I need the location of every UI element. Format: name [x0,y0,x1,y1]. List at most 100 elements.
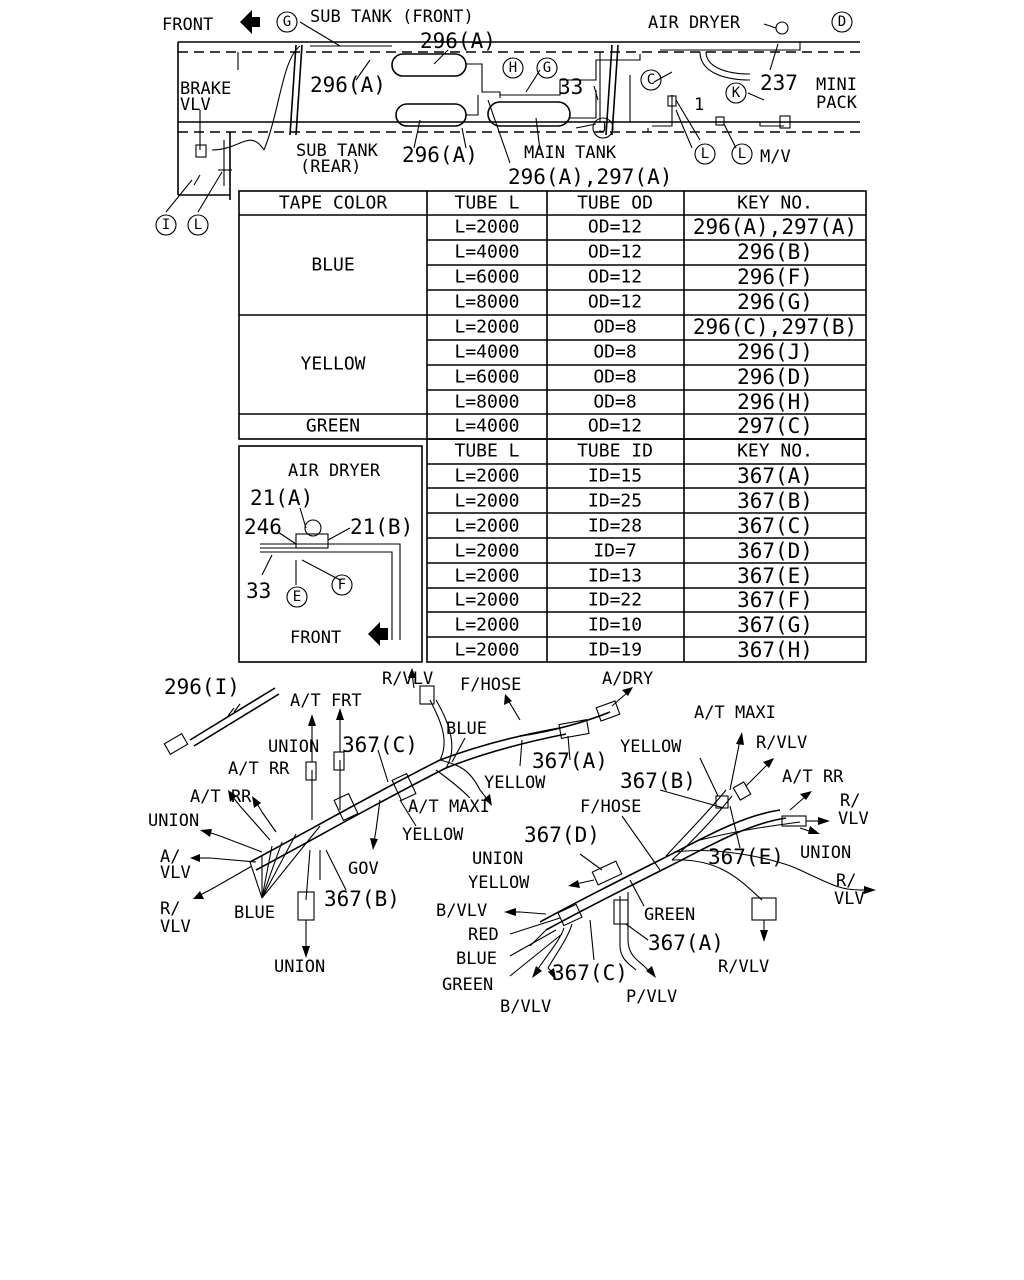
marker-h: H [502,57,524,79]
key-367b: 367(B) [620,769,696,793]
harness-right: A/T MAXI YELLOW R/VLV 367(B) A/T RR F/HO… [436,703,876,1017]
svg-text:I: I [162,217,170,233]
gov-label: GOV [348,859,379,879]
blue-top-label: BLUE [446,719,487,739]
r-slash-label-1: R/ [840,791,860,811]
at-maxi-label: A/T MAXI [694,703,776,723]
main-tank [487,101,571,127]
svg-text:367(B): 367(B) [737,489,813,513]
key-367c: 367(C) [552,961,628,985]
air-dryer-label: AIR DRYER [648,13,741,33]
brake-label: BRAKE [180,79,231,99]
key-33: 33 [558,75,583,99]
svg-text:367(G): 367(G) [737,613,813,637]
svg-text:ID=7: ID=7 [593,541,636,562]
svg-text:296(H): 296(H) [737,390,813,414]
at-rr-label-1: A/T RR [228,759,290,779]
inset-key-246: 246 [244,515,282,539]
table-row: L=4000 OD=12 297(C) [454,414,812,438]
svg-text:K: K [732,85,741,101]
svg-text:L=4000: L=4000 [454,416,519,437]
green-label-1: GREEN [644,905,695,925]
svg-text:H: H [509,60,517,76]
green-label-2: GREEN [442,975,493,995]
header-key-no: KEY NO. [737,193,813,214]
front-arrow-icon [240,10,260,34]
svg-text:ID=28: ID=28 [588,516,642,537]
f-hose-label: F/HOSE [580,797,641,817]
r-vlv-label-2: R/VLV [718,957,769,977]
table-row: L=4000 OD=12 296(B) [454,240,812,264]
at-frt-label: A/T FRT [290,691,362,711]
key-367a: 367(A) [532,749,608,773]
svg-text:L=2000: L=2000 [454,566,519,587]
svg-text:J: J [599,120,607,136]
vlv-label-1: VLV [160,863,191,883]
svg-text:L=2000: L=2000 [454,516,519,537]
header-tube-l: TUBE L [454,441,519,462]
marker-l-1: L [694,143,716,165]
svg-text:ID=22: ID=22 [588,590,642,611]
main-tank-label: MAIN TANK [524,143,617,163]
blue-bottom-label: BLUE [234,903,275,923]
svg-text:ID=19: ID=19 [588,640,642,661]
yellow-top-label: YELLOW [620,737,682,757]
svg-text:L=6000: L=6000 [454,267,519,288]
at-maxi-label: A/T MAXI [408,797,490,817]
key-296a-top: 296(A) [420,29,496,53]
marker-e: E [286,586,308,608]
table-row: L=6000 OD=12 296(F) [454,265,812,289]
key-367e: 367(E) [708,845,784,869]
tube-od-table: TAPE COLOR TUBE L TUBE OD KEY NO. BLUE Y… [238,190,867,440]
inset-key-21b: 21(B) [350,515,413,539]
key-367a: 367(A) [648,931,724,955]
key-367c: 367(C) [342,733,418,757]
svg-text:L: L [194,217,202,233]
header-tube-od: TUBE OD [577,193,653,214]
svg-text:F: F [338,577,346,593]
svg-text:OD=12: OD=12 [588,416,642,437]
svg-text:296(D): 296(D) [737,365,813,389]
inset-key-33: 33 [246,579,271,603]
p-vlv-label: P/VLV [626,987,677,1007]
harness-left: 296(I) R/VLV F/HOSE A/DRY A/T FRT BLUE U… [148,668,653,977]
front-label: FRONT [162,15,213,35]
at-rr-label-2: A/T RR [190,787,252,807]
header-tape-color: TAPE COLOR [279,193,388,214]
vlv-label-2: VLV [160,917,191,937]
key-296i: 296(I) [164,675,240,699]
yellow-label-2: YELLOW [402,825,464,845]
marker-j: J [592,117,614,139]
r-vlv-label-1: R/VLV [756,733,807,753]
svg-text:296(B): 296(B) [737,240,813,264]
svg-text:ID=15: ID=15 [588,466,642,487]
svg-text:C: C [647,72,655,88]
union-right-label: UNION [800,843,851,863]
header-tube-id: TUBE ID [577,441,653,462]
marker-c: C [640,69,662,91]
vlv-label-2: VLV [834,889,865,909]
svg-text:L=2000: L=2000 [454,317,519,338]
mv-label: M/V [760,147,791,167]
svg-text:296(C),297(B): 296(C),297(B) [693,315,857,339]
vlv-label-1: VLV [838,809,869,829]
svg-text:L=8000: L=8000 [454,292,519,313]
svg-text:ID=10: ID=10 [588,615,642,636]
svg-text:296(G): 296(G) [737,290,813,314]
table-row: L=8000 OD=8 296(H) [454,390,812,414]
svg-text:OD=12: OD=12 [588,267,642,288]
header-key-no: KEY NO. [737,441,813,462]
sub-tank-front [391,53,467,77]
svg-text:L=2000: L=2000 [454,541,519,562]
svg-text:L=4000: L=4000 [454,342,519,363]
union-left-label: UNION [472,849,523,869]
svg-text:OD=8: OD=8 [593,342,636,363]
table-row: L=2000 OD=12 296(A),297(A) [454,215,857,239]
